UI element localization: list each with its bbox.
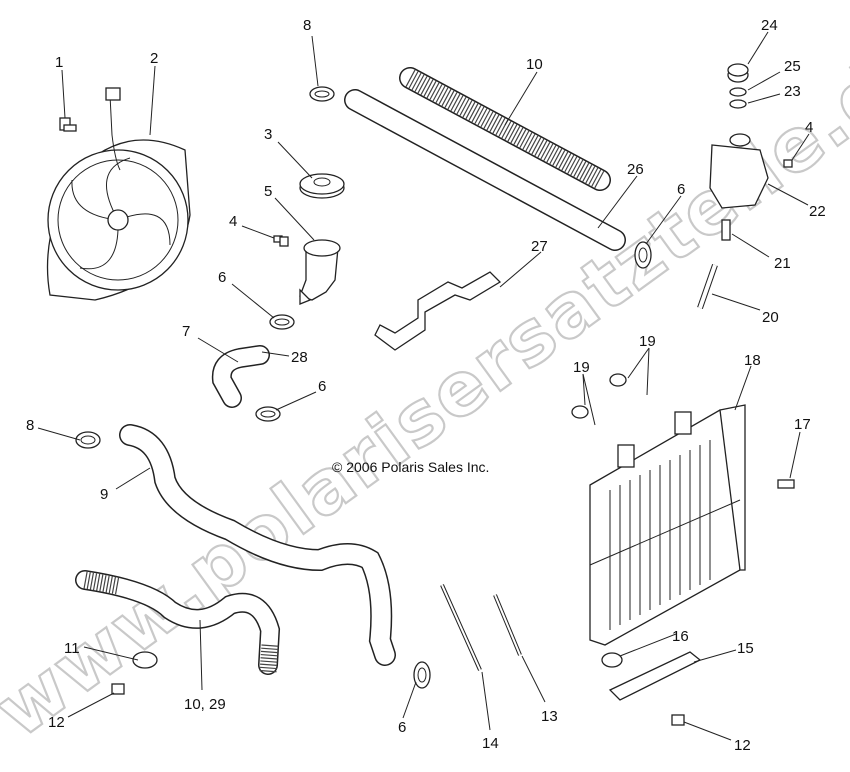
clamp-6-d (413, 661, 431, 689)
callout-6-a: 6 (218, 269, 226, 286)
callout-8-left: 8 (26, 417, 34, 434)
cable-tie-13 (493, 594, 522, 656)
callout-3: 3 (264, 126, 272, 143)
clamp-6-c (634, 241, 652, 269)
callout-16: 16 (672, 628, 689, 645)
hose-7-28 (211, 345, 270, 408)
callout-2: 2 (150, 50, 158, 67)
cap-24 (727, 63, 749, 83)
radiator-cap (299, 173, 345, 199)
fitting-21 (721, 219, 731, 241)
callout-28: 28 (291, 349, 308, 366)
callout-6-b: 6 (318, 378, 326, 395)
screw-4-right (783, 159, 793, 168)
hose-10 (344, 67, 626, 251)
callout-23: 23 (784, 83, 801, 100)
callout-6-c: 6 (677, 181, 685, 198)
radiator-18 (589, 404, 746, 646)
callout-26: 26 (627, 161, 644, 178)
callout-24: 24 (761, 17, 778, 34)
callout-9: 9 (100, 486, 108, 503)
bracket-27 (374, 271, 502, 351)
bolt-12-left (111, 683, 125, 695)
callout-20: 20 (762, 309, 779, 326)
callout-18: 18 (744, 352, 761, 369)
grommet-16 (601, 652, 623, 668)
callout-12-right: 12 (734, 737, 751, 754)
clamp-8-left (75, 431, 101, 449)
callout-13: 13 (541, 708, 558, 725)
callout-10-29: 10, 29 (184, 696, 226, 713)
seal-23 (729, 99, 747, 109)
callout-8-top: 8 (303, 17, 311, 34)
callout-14: 14 (482, 735, 499, 752)
bolt-17 (777, 479, 795, 489)
callout-17: 17 (794, 416, 811, 433)
screw-1 (59, 117, 77, 132)
grommet-19b (609, 373, 627, 387)
callout-4-right: 4 (805, 119, 813, 136)
washer-25 (729, 87, 747, 97)
callout-10-top: 10 (526, 56, 543, 73)
clamp-6-b (255, 406, 281, 422)
filler-neck (299, 239, 341, 305)
callout-11: 11 (64, 640, 80, 657)
tube-20 (697, 264, 718, 309)
clamp-6-a (269, 314, 295, 330)
clamp-8-top (309, 86, 335, 102)
grommet-19a (571, 405, 589, 419)
callout-19-b: 19 (639, 333, 656, 350)
reservoir-22 (709, 133, 769, 209)
callout-5: 5 (264, 183, 272, 200)
callout-12-left: 12 (48, 714, 65, 731)
cable-tie-14 (440, 584, 482, 671)
leader-lines (37, 31, 810, 741)
callout-19-a: 19 (573, 359, 590, 376)
clamp-11 (132, 651, 158, 669)
callout-1: 1 (55, 54, 63, 71)
callout-15: 15 (737, 640, 754, 657)
callout-6-d: 6 (398, 719, 406, 736)
bracket-15 (608, 651, 702, 701)
callout-22: 22 (809, 203, 826, 220)
callout-21: 21 (774, 255, 791, 272)
hose-9 (119, 424, 396, 666)
callout-27: 27 (531, 238, 548, 255)
hose-10-29 (75, 570, 281, 675)
callout-4-left: 4 (229, 213, 237, 230)
fan-assembly (46, 87, 191, 301)
screw-4-left (273, 235, 289, 247)
callout-7: 7 (182, 323, 190, 340)
copyright-text: © 2006 Polaris Sales Inc. (332, 459, 489, 475)
bolt-12-right (671, 714, 685, 726)
callout-25: 25 (784, 58, 801, 75)
